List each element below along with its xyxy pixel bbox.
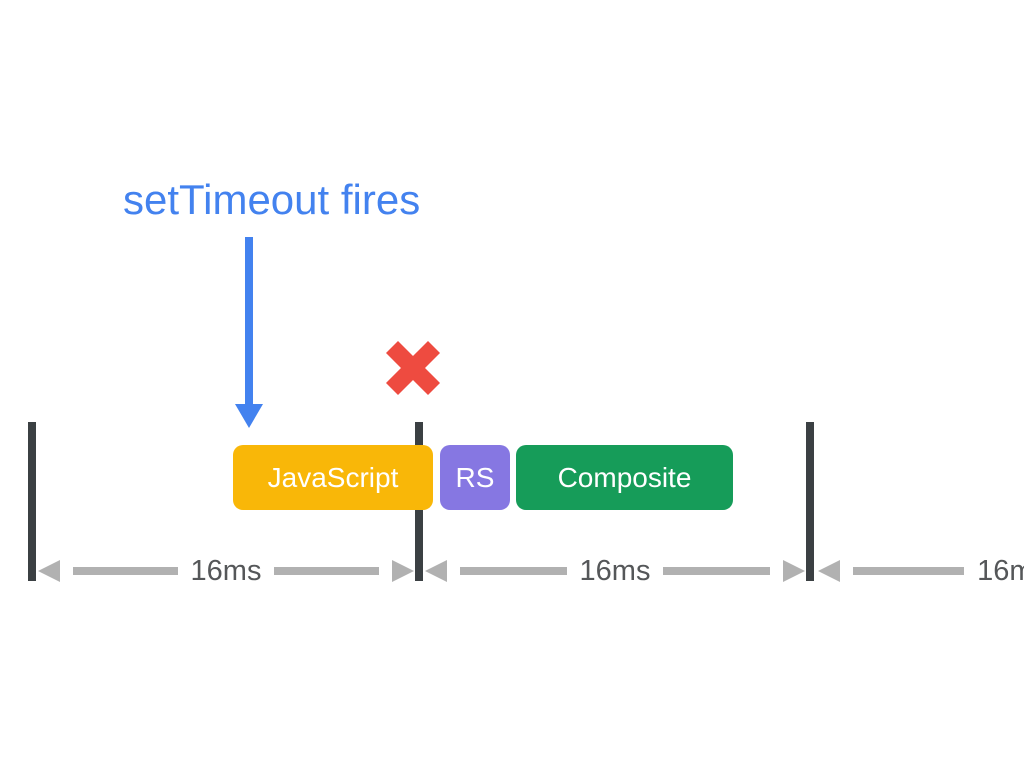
arrow-line bbox=[73, 567, 178, 575]
javascript-block-label: JavaScript bbox=[267, 461, 399, 493]
frame-boundary-1 bbox=[28, 422, 36, 581]
arrow-line bbox=[853, 567, 965, 575]
settimeout-fires-label: setTimeout fires bbox=[123, 176, 421, 223]
x-mark-icon bbox=[385, 340, 441, 396]
rs-block: RS bbox=[440, 445, 510, 510]
frame-interval-1: 16ms bbox=[38, 551, 415, 591]
arrow-line bbox=[274, 567, 380, 575]
composite-block: Composite bbox=[516, 445, 733, 510]
frame-interval-1-label: 16ms bbox=[190, 554, 262, 587]
arrowhead-right-icon bbox=[392, 560, 415, 582]
frame-interval-2-label: 16ms bbox=[579, 554, 651, 587]
arrowhead-left-icon bbox=[425, 560, 447, 582]
arrowhead-left-icon bbox=[38, 560, 60, 582]
frame-interval-3: 16ms bbox=[818, 551, 1024, 591]
javascript-block: JavaScript bbox=[233, 445, 433, 510]
arrowhead-left-icon bbox=[818, 560, 840, 582]
composite-block-label: Composite bbox=[557, 461, 692, 493]
down-arrow-icon bbox=[235, 237, 263, 428]
frame-interval-2: 16ms bbox=[425, 551, 806, 591]
arrow-line bbox=[460, 567, 567, 575]
arrow-line bbox=[663, 567, 771, 575]
arrowhead-right-icon bbox=[783, 560, 806, 582]
frame-boundary-3 bbox=[806, 422, 814, 581]
rs-block-label: RS bbox=[455, 461, 495, 493]
frame-interval-3-label: 16ms bbox=[977, 554, 1024, 587]
